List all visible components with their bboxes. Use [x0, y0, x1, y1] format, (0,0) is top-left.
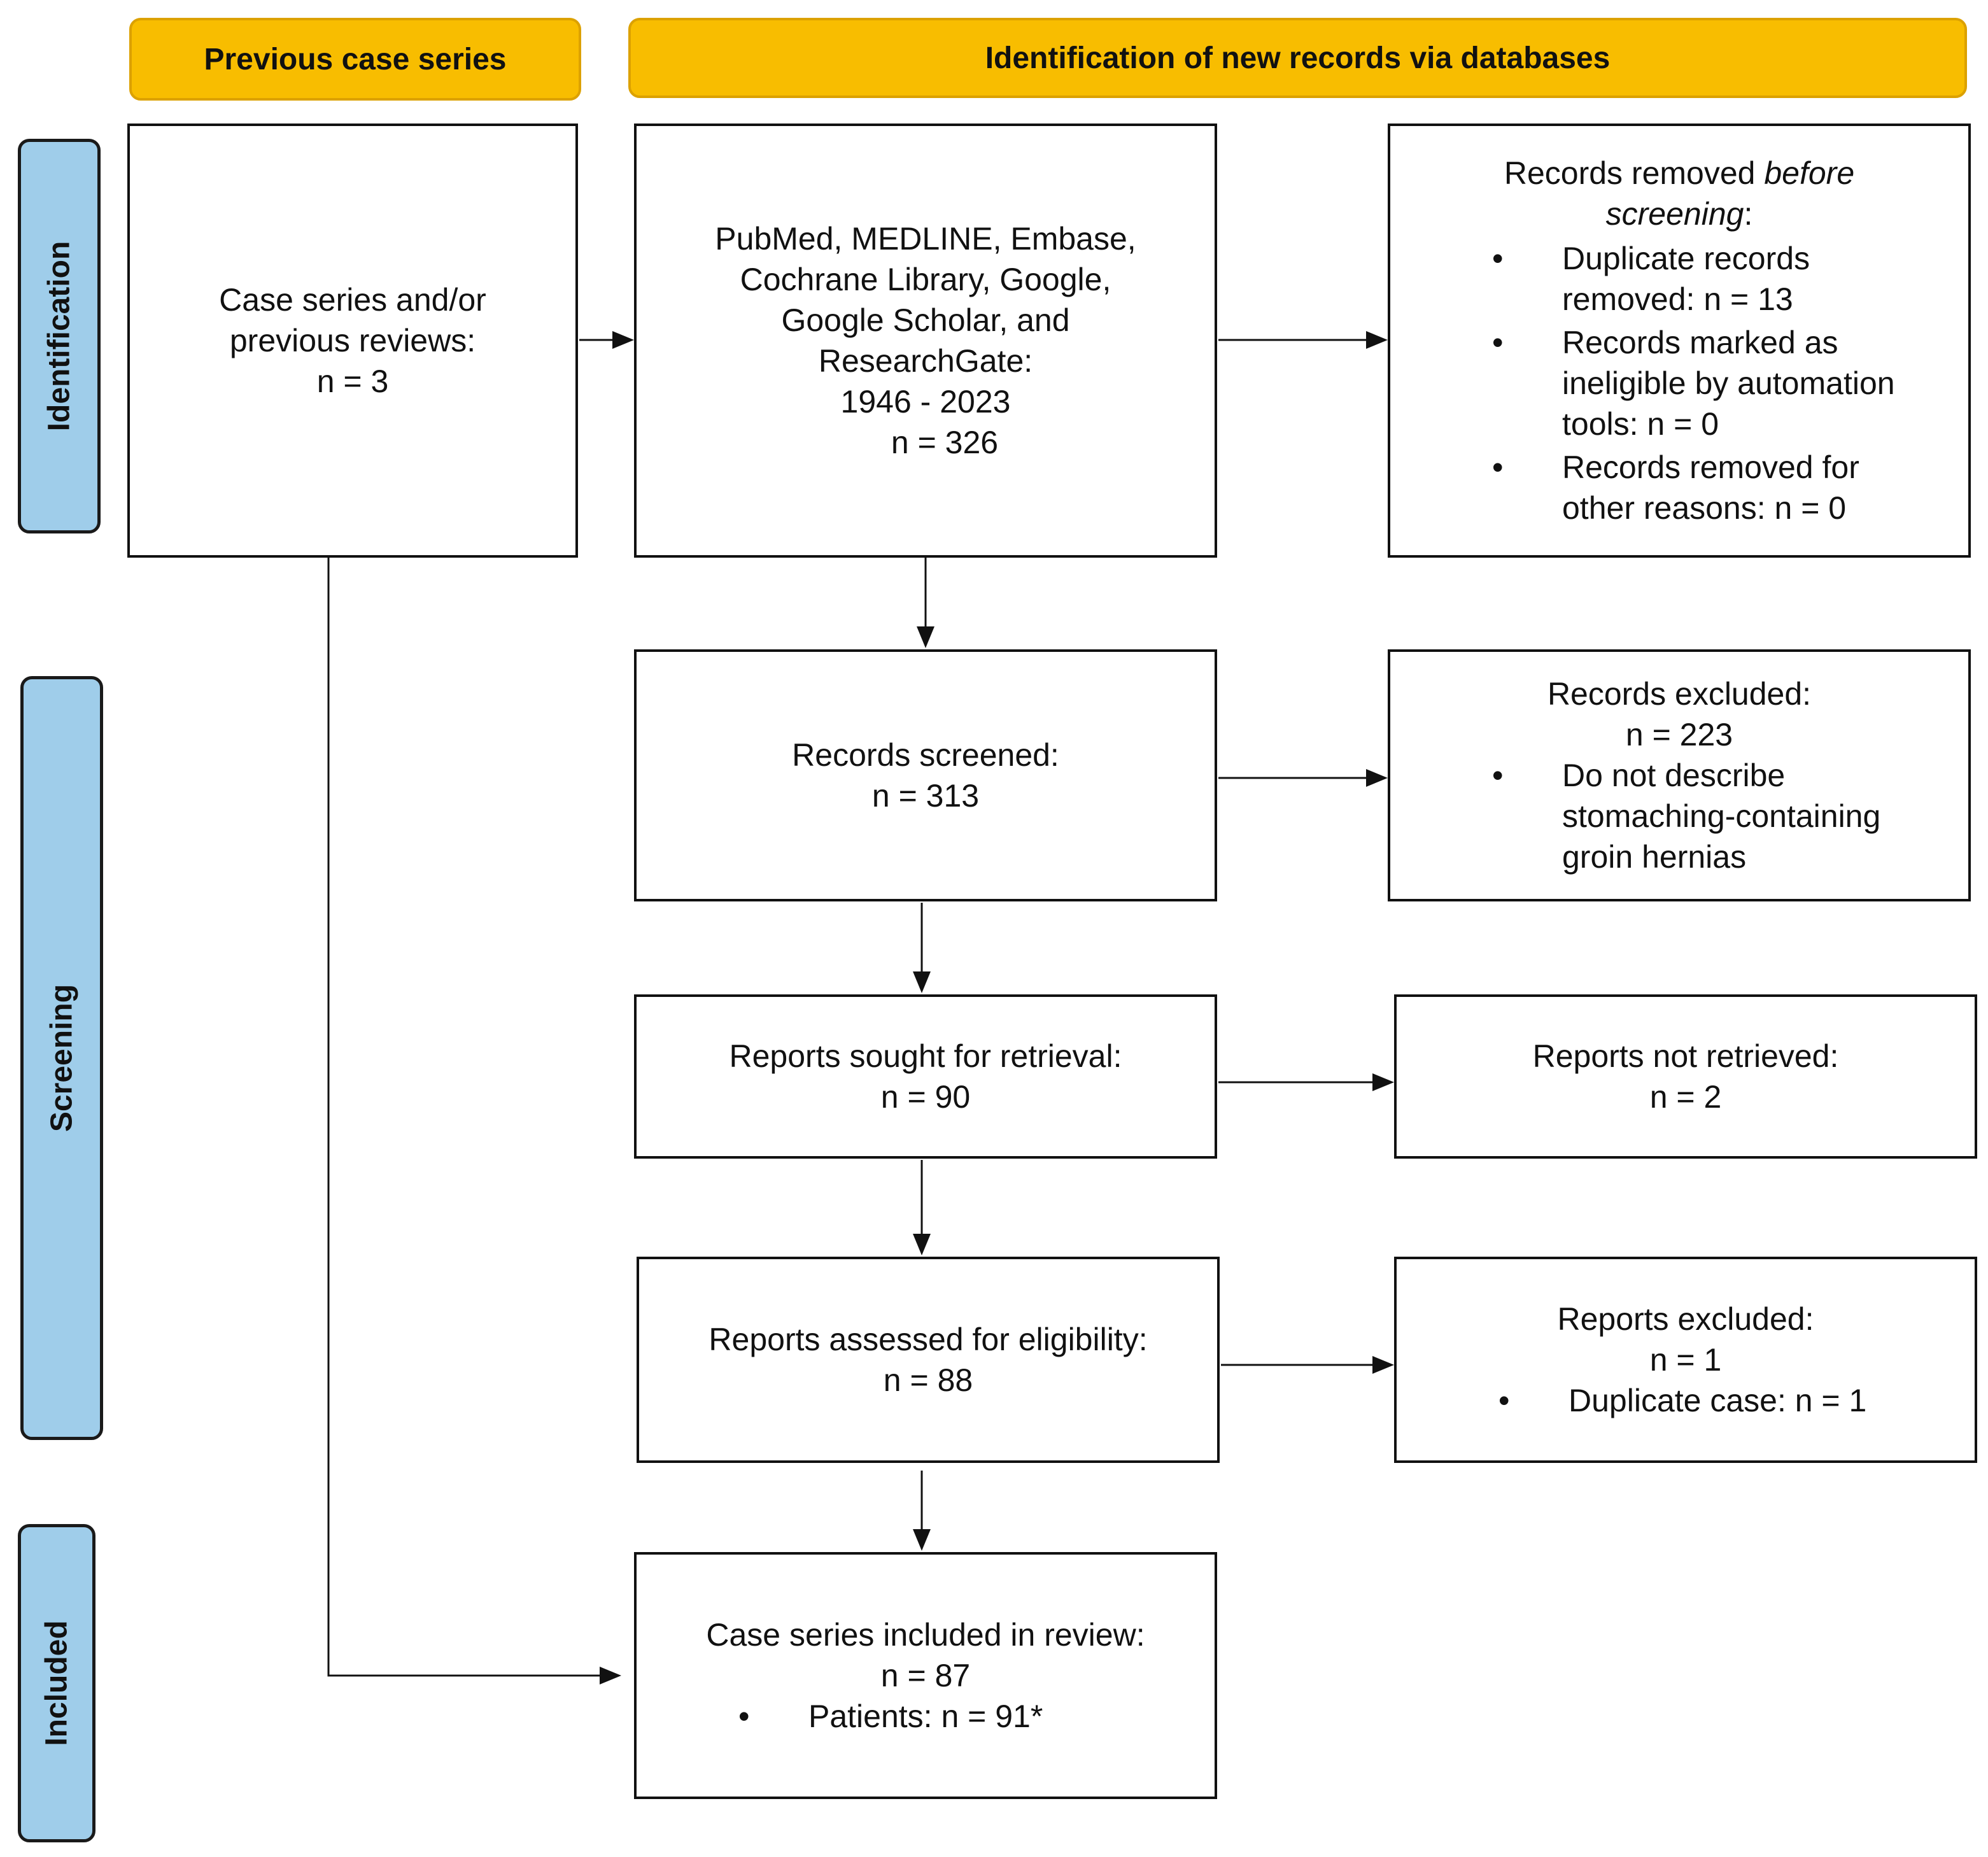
- reports-assessed-box: Reports assessed for eligibility: n = 88: [637, 1257, 1220, 1463]
- box-text: Records excluded:: [1547, 676, 1812, 712]
- list-item-text: removed: n = 13: [1562, 281, 1793, 317]
- box-count: n = 313: [871, 778, 980, 814]
- list-item-text: Duplicate case: n = 1: [1569, 1383, 1867, 1418]
- box-text: Case series and/or: [219, 282, 486, 318]
- box-text: Reports not retrieved:: [1532, 1038, 1839, 1074]
- previous-case-series-header: Previous case series: [129, 18, 581, 101]
- box-title-colon: :: [1744, 196, 1753, 232]
- box-count: n = 223: [1625, 717, 1733, 752]
- arrowhead: [1372, 1073, 1394, 1091]
- bullet-icon: •: [1492, 758, 1504, 793]
- arrow-previous-to-included: [327, 558, 610, 1677]
- records-removed-box: Records removed before screening: • Dupl…: [1388, 124, 1971, 558]
- box-count: n = 87: [880, 1658, 971, 1693]
- list-item: • Do not describe stomaching-containing …: [1390, 755, 1968, 877]
- bullet-list: • Patients: n = 91*: [637, 1696, 1215, 1737]
- arrowhead: [913, 971, 931, 993]
- box-text: Google Scholar, and: [781, 302, 1070, 338]
- databases-box: PubMed, MEDLINE, Embase, Cochrane Librar…: [634, 124, 1217, 558]
- records-screened-box: Records screened: n = 313: [634, 649, 1217, 901]
- box-text: ResearchGate:: [818, 343, 1033, 379]
- box-title-plain: Records removed: [1504, 155, 1765, 191]
- box-count: n = 326: [891, 425, 999, 460]
- bullet-icon: •: [1492, 325, 1504, 360]
- bullet-list: • Duplicate records removed: n = 13 • Re…: [1390, 238, 1968, 528]
- records-excluded-box: Records excluded: n = 223 • Do not descr…: [1388, 649, 1971, 901]
- box-title-italic: before: [1764, 155, 1855, 191]
- arrowhead: [600, 1667, 621, 1684]
- phase-screening: Screening: [20, 676, 103, 1440]
- box-text: Records screened:: [792, 737, 1059, 773]
- list-item-text: stomaching-containing: [1562, 798, 1881, 834]
- box-count: n = 1: [1649, 1342, 1722, 1378]
- list-item: • Patients: n = 91*: [637, 1696, 1215, 1737]
- arrowhead: [1366, 331, 1388, 349]
- list-item-text: groin hernias: [1562, 839, 1747, 875]
- arrowhead: [612, 331, 634, 349]
- new-records-header: Identification of new records via databa…: [628, 18, 1967, 98]
- list-item: • Records removed for other reasons: n =…: [1390, 447, 1968, 528]
- list-item: • Duplicate records removed: n = 13: [1390, 238, 1968, 320]
- list-item-text: Records marked as: [1562, 325, 1838, 360]
- list-item-text: Duplicate records: [1562, 241, 1810, 276]
- box-title: Records removed before: [1504, 153, 1854, 194]
- box-count: n = 88: [883, 1362, 973, 1398]
- list-item: • Records marked as ineligible by automa…: [1390, 322, 1968, 444]
- box-text: Reports sought for retrieval:: [729, 1038, 1122, 1074]
- box-text: previous reviews:: [229, 323, 476, 358]
- box-text: Reports excluded:: [1557, 1301, 1814, 1337]
- new-records-header-label: Identification of new records via databa…: [985, 41, 1611, 75]
- bullet-icon: •: [1492, 241, 1504, 276]
- bullet-icon: •: [1498, 1383, 1510, 1418]
- box-text: Reports assessed for eligibility:: [708, 1322, 1148, 1357]
- bullet-list: • Do not describe stomaching-containing …: [1390, 755, 1968, 877]
- box-date-range: 1946 - 2023: [840, 384, 1011, 420]
- reports-sought-box: Reports sought for retrieval: n = 90: [634, 994, 1217, 1159]
- list-item-text: other reasons: n = 0: [1562, 490, 1847, 526]
- list-item-text: ineligible by automation: [1562, 365, 1895, 401]
- reports-excluded-box: Reports excluded: n = 1 • Duplicate case…: [1394, 1257, 1977, 1463]
- arrowhead: [913, 1529, 931, 1551]
- box-text: Cochrane Library, Google,: [740, 262, 1111, 297]
- bullet-list: • Duplicate case: n = 1: [1397, 1380, 1975, 1421]
- list-item-text: Patients: n = 91*: [808, 1698, 1043, 1734]
- box-title: screening:: [1606, 194, 1753, 234]
- previous-reviews-box: Case series and/or previous reviews: n =…: [127, 124, 578, 558]
- arrowhead: [913, 1234, 931, 1255]
- phase-included: Included: [18, 1524, 95, 1842]
- box-text: Case series included in review:: [706, 1617, 1145, 1653]
- arrowhead: [1372, 1356, 1394, 1374]
- bullet-icon: •: [738, 1698, 750, 1734]
- box-count: n = 2: [1649, 1079, 1722, 1115]
- box-count: n = 3: [316, 364, 389, 399]
- phase-identification: Identification: [18, 139, 101, 533]
- box-text: PubMed, MEDLINE, Embase,: [715, 221, 1136, 257]
- reports-not-retrieved-box: Reports not retrieved: n = 2: [1394, 994, 1977, 1159]
- arrowhead: [1366, 769, 1388, 787]
- box-title-italic: screening: [1605, 196, 1744, 232]
- bullet-icon: •: [1492, 449, 1504, 485]
- box-count: n = 90: [880, 1079, 971, 1115]
- list-item-text: tools: n = 0: [1562, 406, 1719, 442]
- previous-header-label: Previous case series: [204, 42, 507, 76]
- list-item: • Duplicate case: n = 1: [1397, 1380, 1975, 1421]
- arrowhead: [917, 626, 934, 648]
- list-item-text: Records removed for: [1562, 449, 1859, 485]
- included-box: Case series included in review: n = 87 •…: [634, 1552, 1217, 1799]
- list-item-text: Do not describe: [1562, 758, 1786, 793]
